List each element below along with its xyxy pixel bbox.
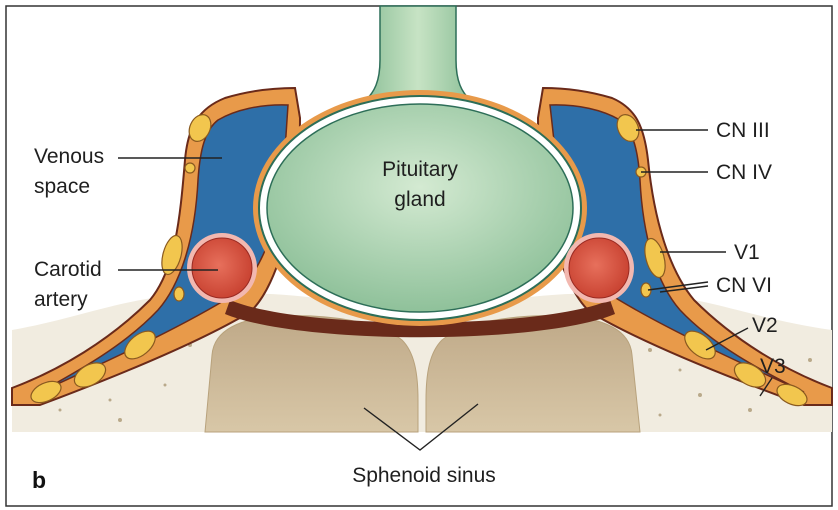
label-cn-iii: CN III	[716, 119, 770, 142]
label-venous-space-line2: space	[34, 175, 90, 198]
carotid-right	[569, 238, 629, 298]
label-carotid-line2: artery	[34, 288, 88, 311]
label-v2: V2	[752, 314, 778, 337]
label-pituitary-line1: Pituitary	[382, 158, 458, 181]
label-v3: V3	[760, 355, 786, 378]
label-pituitary-line2: gland	[394, 188, 445, 211]
nerve-cn-iv-left	[185, 163, 195, 173]
nerve-cn-vi-left	[174, 287, 184, 301]
label-cn-iv: CN IV	[716, 161, 772, 184]
label-cn-vi: CN VI	[716, 274, 772, 297]
label-v1: V1	[734, 241, 760, 264]
label-sphenoid-sinus: Sphenoid sinus	[352, 464, 496, 487]
pituitary-stalk	[366, 6, 470, 100]
label-venous-space-line1: Venous	[34, 145, 104, 168]
panel-letter: b	[32, 467, 46, 493]
label-carotid-line1: Carotid	[34, 258, 102, 281]
carotid-left	[192, 238, 252, 298]
